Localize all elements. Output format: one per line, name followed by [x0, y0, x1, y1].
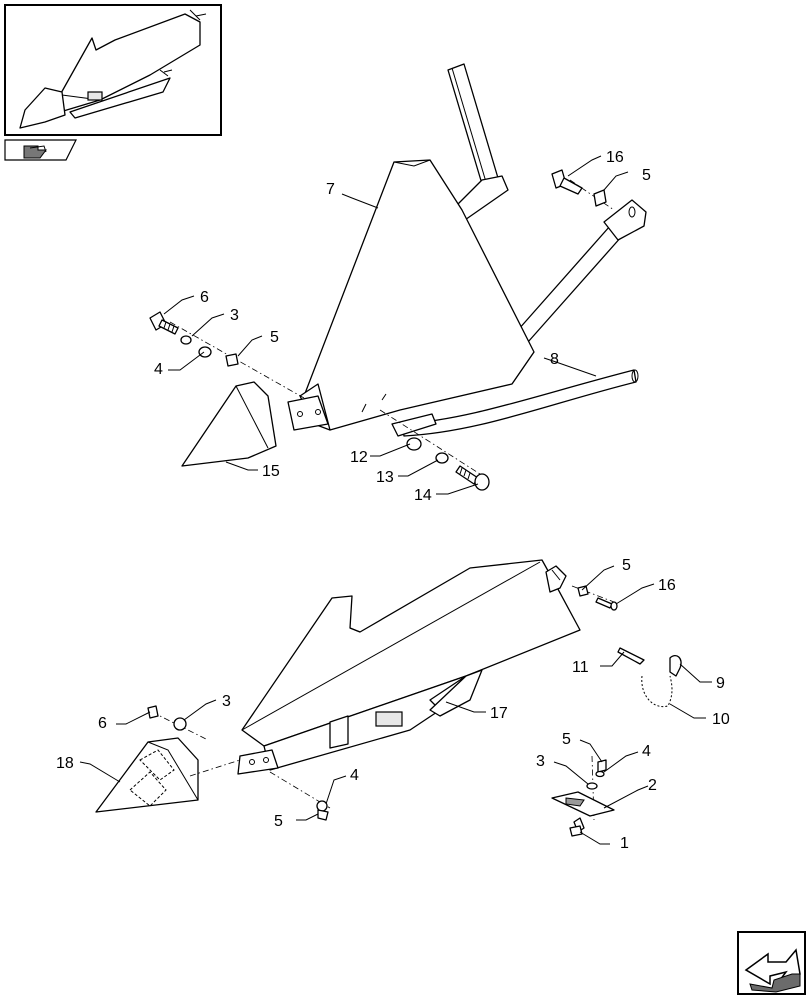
callout-16-top: 16	[606, 149, 624, 166]
callout-3-bottom: 3	[222, 693, 231, 710]
callout-6-top: 6	[200, 289, 209, 306]
callout-7: 7	[326, 181, 335, 198]
leader-lines	[79, 155, 712, 845]
bolt-16-top	[551, 169, 583, 195]
nut-5-bottom-right	[577, 585, 589, 597]
callout-5-bottom-right: 5	[622, 557, 631, 574]
callout-13: 13	[376, 469, 394, 486]
washer-3-bottom	[173, 717, 187, 731]
callout-3-hardware: 3	[536, 753, 545, 770]
callout-5-bottom-left: 5	[274, 813, 283, 830]
callout-3-top: 3	[230, 307, 239, 324]
callout-9: 9	[716, 675, 725, 692]
top-divider-assembly	[149, 63, 647, 491]
callout-5-hardware: 5	[562, 731, 571, 748]
clip-9	[669, 654, 682, 677]
plate-2	[551, 791, 615, 817]
washer-13	[435, 452, 449, 464]
next-page-arrow-icon[interactable]	[737, 931, 806, 995]
callout-1: 1	[620, 835, 629, 852]
bolt-6-top	[149, 311, 179, 335]
pin-11	[617, 647, 645, 665]
washer-3-top	[180, 335, 192, 345]
callout-4-top: 4	[154, 361, 163, 378]
callout-4-hardware: 4	[642, 743, 651, 760]
washer-4-hardware	[595, 770, 605, 778]
book-reference-icon[interactable]	[4, 139, 77, 161]
thumbnail-preview[interactable]	[4, 4, 222, 136]
callout-6-bottom: 6	[98, 715, 107, 732]
bolt-16-bottom	[595, 597, 618, 611]
callout-labels: 16 5 7 6 3 5 4 8 12 13 14 15 5 16 11 9 1…	[56, 149, 730, 852]
callout-2: 2	[648, 777, 657, 794]
bottom-divider-assembly	[95, 559, 682, 837]
washer-3-hardware	[586, 782, 598, 790]
callout-8: 8	[550, 351, 559, 368]
callout-15: 15	[262, 463, 280, 480]
nut-12	[406, 437, 422, 451]
bolt-14	[455, 465, 490, 491]
callout-16-bottom: 16	[658, 577, 676, 594]
callout-10: 10	[712, 711, 730, 728]
callout-5-top-right: 5	[642, 167, 651, 184]
callout-12: 12	[350, 449, 368, 466]
chain-10	[641, 675, 673, 708]
callout-17: 17	[490, 705, 508, 722]
nut-5-bottom-left	[317, 809, 329, 821]
callout-18: 18	[56, 755, 74, 772]
callout-4-bottom: 4	[350, 767, 359, 784]
callout-14: 14	[414, 487, 432, 504]
bolt-1	[569, 817, 585, 837]
nut-5-top-right	[593, 189, 607, 207]
nut-5-top-left	[225, 353, 239, 367]
bolt-6-bottom	[147, 705, 159, 719]
divider-thumbnail-icon	[19, 9, 207, 129]
callout-5-top-left: 5	[270, 329, 279, 346]
washer-4-top	[198, 346, 212, 358]
callout-11: 11	[572, 659, 589, 676]
